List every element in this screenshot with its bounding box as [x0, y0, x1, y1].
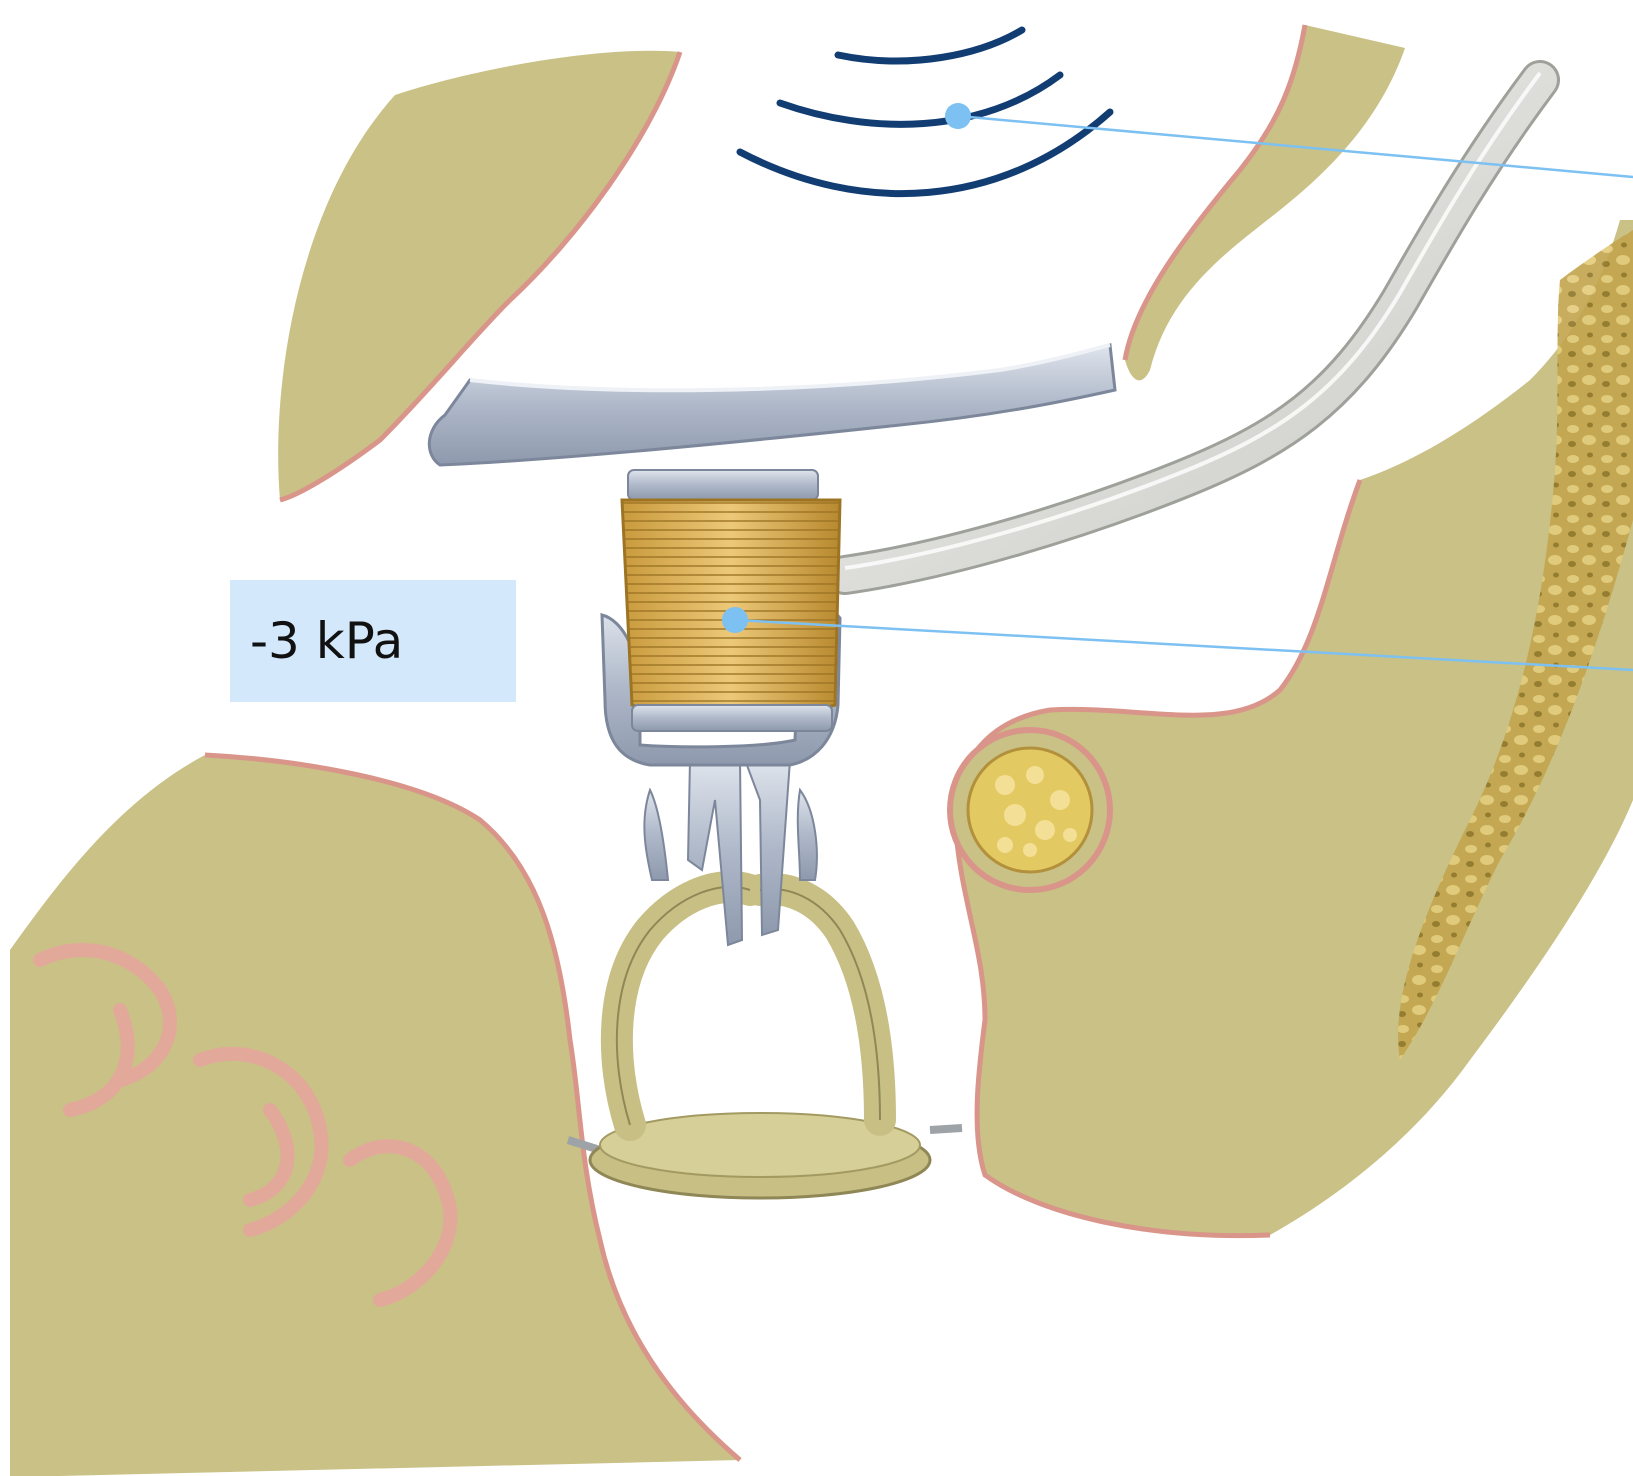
stapes [590, 887, 930, 1198]
annular-ligament-right [930, 1128, 962, 1130]
sound-wave-icon [740, 30, 1110, 194]
transducer-coil [622, 470, 840, 731]
coupling-plate [429, 345, 1115, 465]
leader-dot-icon [722, 607, 748, 633]
leader-dot-icon [945, 103, 971, 129]
pressure-value: -3 kPa [250, 612, 403, 670]
pressure-label: -3 kPa [230, 580, 516, 702]
